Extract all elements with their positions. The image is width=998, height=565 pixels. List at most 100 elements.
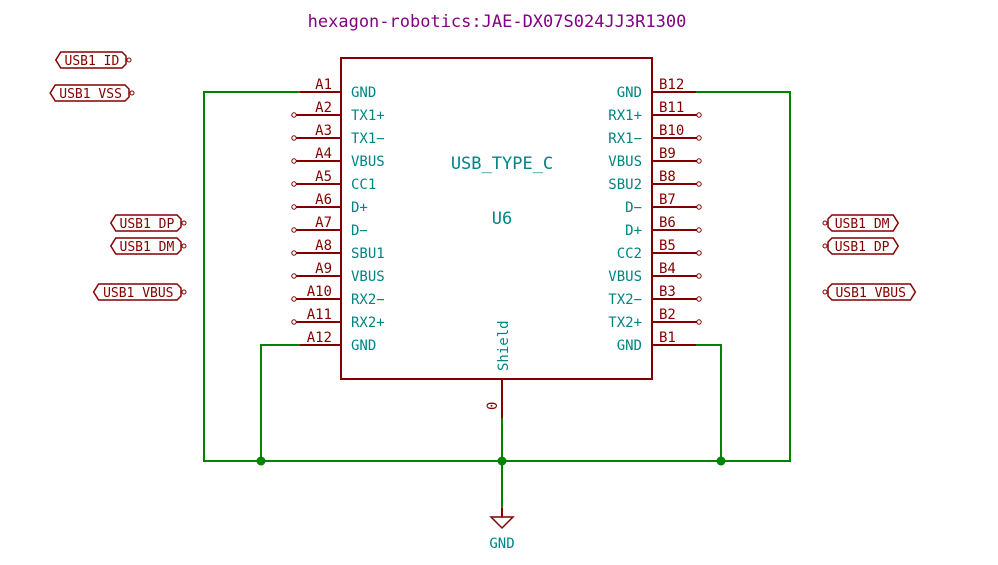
pin-end-circle-icon [291, 181, 297, 187]
pin-number: A12 [307, 330, 332, 346]
pin-name: RX1+ [608, 108, 642, 124]
pin-number: B9 [659, 146, 676, 162]
junction-b1 [716, 456, 726, 466]
pin-end-circle-icon [696, 135, 702, 141]
pin-end-circle-icon [291, 112, 297, 118]
label-text: USB1_DM [835, 217, 890, 232]
right-pins: B12GNDB11RX1+B10RX1−B9VBUSB8SBU2B7D−B6D+… [608, 77, 702, 354]
pin-number: B6 [659, 215, 676, 231]
pin-number: B2 [659, 307, 676, 323]
pin-name: RX2+ [351, 315, 385, 331]
pin-number: A3 [315, 123, 332, 139]
pin-number: B3 [659, 284, 676, 300]
pin-end-circle-icon [696, 158, 702, 164]
label-text: USB1_DM [120, 240, 175, 255]
component-body[interactable] [340, 57, 653, 380]
pin-end-circle-icon [291, 250, 297, 256]
pin-end-circle-icon [291, 135, 297, 141]
pin-number: A9 [315, 261, 332, 277]
wire-a12[interactable] [260, 344, 300, 461]
label-shape [54, 51, 127, 69]
pin-number: A4 [315, 146, 332, 162]
label-shape [49, 84, 130, 102]
pin-name: VBUS [351, 269, 385, 285]
component-value: USB_TYPE_C [451, 154, 553, 174]
pin-name: GND [351, 338, 376, 354]
hier-label-usb1-vbus[interactable]: USB1_VBUS [822, 283, 917, 301]
pin-name: GND [617, 85, 642, 101]
hier-label-usb1-dm[interactable]: USB1_DM [109, 237, 187, 255]
pin-number: A1 [315, 77, 332, 93]
hier-label-usb1-dm[interactable]: USB1_DM [822, 214, 900, 232]
label-connection-icon [822, 289, 828, 295]
pin-name: GND [351, 85, 376, 101]
pin-end-circle-icon [696, 227, 702, 233]
hier-label-usb1-dp[interactable]: USB1_DP [822, 237, 900, 255]
pin-b7[interactable]: B7D− [625, 192, 702, 216]
pin-end-circle-icon [696, 204, 702, 210]
pin-number: A8 [315, 238, 332, 254]
label-text: USB1_VBUS [103, 286, 173, 301]
pin-number: B4 [659, 261, 676, 277]
hier-label-usb1-id[interactable]: USB1_ID [54, 51, 132, 69]
pin-name: TX2+ [608, 315, 642, 331]
label-shape [92, 283, 182, 301]
pin-name: TX2− [608, 292, 642, 308]
label-text: USB1_VBUS [835, 286, 905, 301]
pin-number: B1 [659, 330, 676, 346]
pin-number: B11 [659, 100, 684, 116]
pin-b6[interactable]: B6D+ [625, 215, 702, 239]
wire-a1-outer-loop[interactable] [203, 91, 791, 462]
pin-name: VBUS [351, 154, 385, 170]
pin-name: CC2 [617, 246, 642, 262]
pin-number: B10 [659, 123, 684, 139]
label-connection-icon [181, 243, 187, 249]
pin-name: TX1− [351, 131, 385, 147]
pin-end-circle-icon [291, 319, 297, 325]
label-connection-icon [126, 57, 132, 63]
hier-label-usb1-vss[interactable]: USB1_VSS [49, 84, 135, 102]
pin-name: D+ [625, 223, 642, 239]
pin-end-circle-icon [696, 250, 702, 256]
pin-name: D− [351, 223, 368, 239]
gnd-label: GND [489, 536, 514, 552]
pin-end-circle-icon [696, 296, 702, 302]
pin-end-circle-icon [696, 181, 702, 187]
junction-a12 [256, 456, 266, 466]
hier-label-usb1-vbus[interactable]: USB1_VBUS [92, 283, 187, 301]
hier-label-usb1-dp[interactable]: USB1_DP [109, 214, 187, 232]
library-id: hexagon-robotics:JAE-DX07S024JJ3R1300 [308, 12, 687, 32]
wire-b1[interactable] [696, 344, 722, 461]
label-connection-icon [129, 90, 135, 96]
hierarchical-labels: USB1_ID USB1_VSS USB1_DP USB1_DM USB1_VBUS US… [49, 51, 917, 301]
pin-number: A2 [315, 100, 332, 116]
label-connection-icon [822, 243, 828, 249]
pin-name: GND [617, 338, 642, 354]
label-text: USB1_DP [120, 217, 175, 232]
pin-end-circle-icon [696, 319, 702, 325]
gnd-power-symbol[interactable]: GND [489, 508, 515, 552]
